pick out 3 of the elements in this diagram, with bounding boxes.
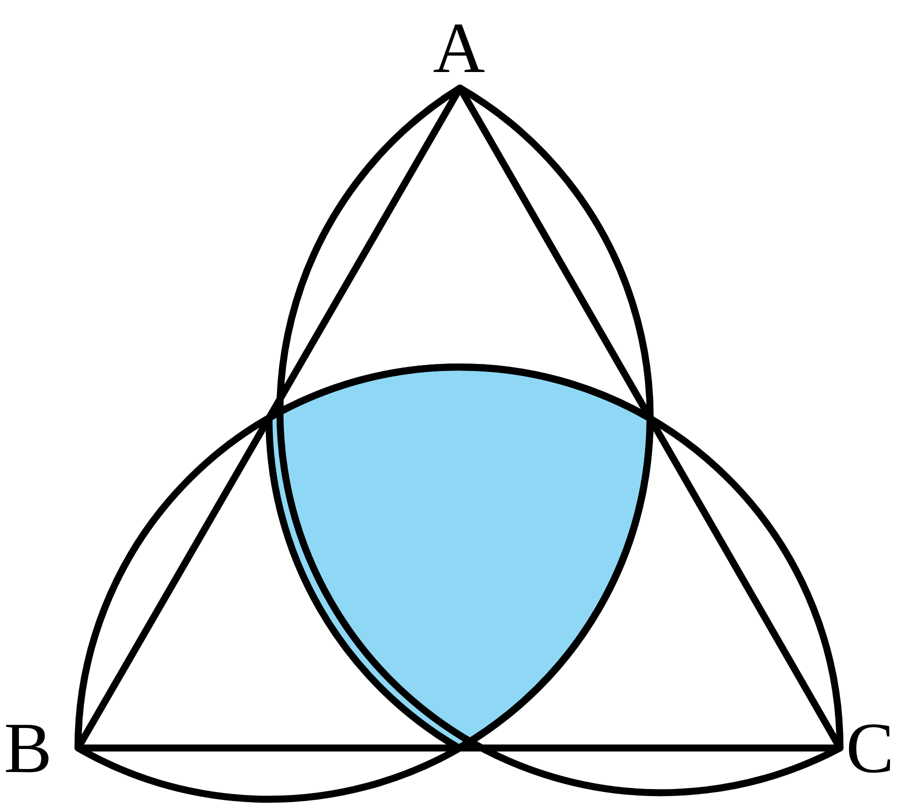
vertex-label: C: [846, 712, 894, 784]
vertex-label: A: [433, 12, 485, 84]
vertex-label: B: [4, 712, 52, 784]
